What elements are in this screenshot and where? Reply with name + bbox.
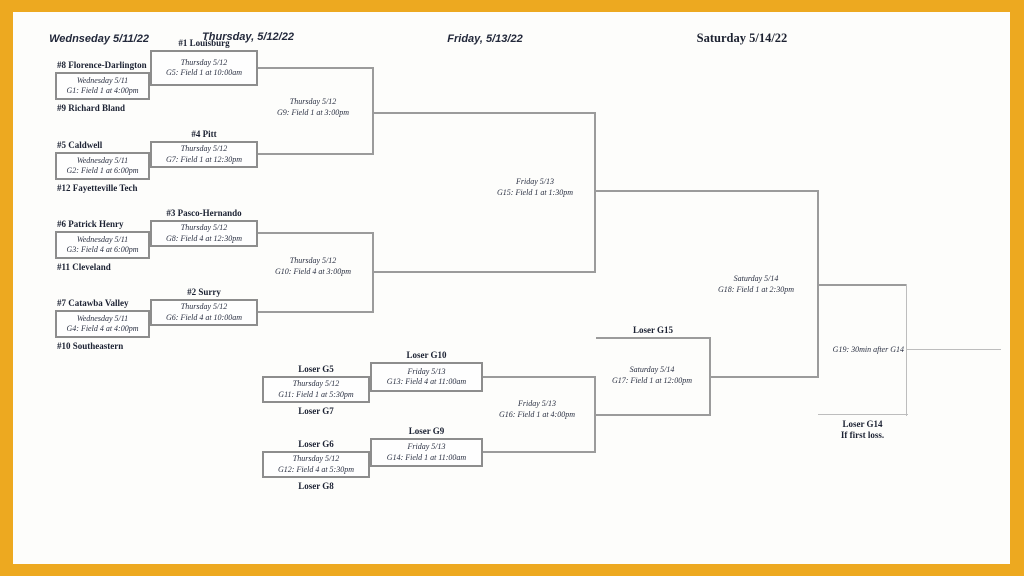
g8-info: G8: Field 4 at 12:30pm bbox=[166, 233, 242, 243]
connector-loser-g18-in bbox=[818, 414, 908, 415]
label-loser-g7: Loser G7 bbox=[298, 406, 334, 416]
seed-caldwell: #5 Caldwell bbox=[57, 140, 103, 150]
label-loser-g9: Loser G9 bbox=[408, 426, 445, 436]
connector-g16-out bbox=[595, 414, 710, 416]
connector-loser-g15-in bbox=[596, 337, 710, 339]
g5-info: G5: Field 1 at 10:00am bbox=[166, 68, 242, 77]
label-loser-g15: Loser G15 bbox=[632, 325, 674, 335]
label-loser-g8: Loser G8 bbox=[298, 481, 334, 491]
game-box-g1: Wednesday 5/11 G1: Field 1 at 4:00pm bbox=[55, 72, 150, 100]
seed-pasco-hernando: #3 Pasco-Hernando bbox=[166, 208, 242, 218]
game-box-g13: Friday 5/13 G13: Field 4 at 11:00am bbox=[370, 362, 483, 392]
g5-date: Thursday 5/12 bbox=[180, 57, 228, 67]
label-if-first-loss: If first loss. bbox=[840, 430, 885, 440]
label-loser-g10: Loser G10 bbox=[406, 350, 447, 360]
header-thursday: Thursday, 5/12/22 bbox=[202, 31, 294, 43]
seed-catawba-valley: #7 Catawba Valley bbox=[57, 298, 129, 308]
g9-info: G9: Field 1 at 3:00pm bbox=[277, 107, 349, 117]
seed-richard-bland: #9 Richard Bland bbox=[57, 103, 126, 113]
game-box-g8: Thursday 5/12 G8: Field 4 at 12:30pm bbox=[150, 220, 258, 247]
connector-g7-out bbox=[258, 153, 373, 155]
g1-date: Wednesday 5/11 bbox=[76, 75, 129, 85]
g2-date: Wednesday 5/11 bbox=[76, 155, 129, 165]
g7-date: Thursday 5/12 bbox=[180, 144, 228, 153]
seed-pitt: #4 Pitt bbox=[191, 129, 217, 139]
g17-date: Saturday 5/14 bbox=[629, 365, 675, 374]
connector-g8-out bbox=[258, 232, 373, 234]
g4-date: Wednesday 5/11 bbox=[76, 313, 129, 323]
connector-g5-out bbox=[258, 67, 373, 69]
g13-date: Friday 5/13 bbox=[407, 366, 446, 376]
game-text-g10: Thursday 5/12 G10: Field 4 at 3:00pm bbox=[258, 256, 368, 277]
g18-date: Saturday 5/14 bbox=[733, 274, 779, 283]
connector-g15-join bbox=[594, 112, 596, 273]
g11-info: G11: Field 1 at 5:30pm bbox=[278, 389, 354, 399]
g12-info: G12: Field 4 at 5:30pm bbox=[278, 464, 354, 474]
game-box-g6: Thursday 5/12 G6: Field 4 at 10:00am bbox=[150, 299, 258, 326]
seed-patrick-henry: #6 Patrick Henry bbox=[57, 219, 124, 229]
connector-g9-join bbox=[372, 67, 374, 155]
connector-g13-out bbox=[483, 376, 595, 378]
seed-fayetteville-tech: #12 Fayetteville Tech bbox=[57, 183, 138, 193]
label-loser-g14: Loser G14 bbox=[842, 419, 883, 429]
g6-date: Thursday 5/12 bbox=[180, 302, 228, 311]
header-wednesday: Wednseday 5/11/22 bbox=[49, 33, 149, 45]
game-box-g4: Wednesday 5/11 G4: Field 4 at 4:00pm bbox=[55, 310, 150, 338]
bracket-canvas bbox=[13, 12, 1010, 564]
game-text-g16: Friday 5/13 G16: Field 1 at 4:00pm bbox=[482, 399, 592, 420]
connector-g9-out bbox=[373, 112, 595, 114]
label-loser-g6: Loser G6 bbox=[298, 439, 334, 449]
g13-info: G13: Field 4 at 11:00am bbox=[386, 377, 467, 386]
header-friday: Friday, 5/13/22 bbox=[447, 33, 523, 45]
game-box-g7: Thursday 5/12 G7: Field 1 at 12:30pm bbox=[150, 141, 258, 168]
game-text-g18: Saturday 5/14 G18: Field 1 at 2:30pm bbox=[700, 274, 812, 295]
g10-info: G10: Field 4 at 3:00pm bbox=[275, 266, 351, 276]
game-box-g11: Thursday 5/12 G11: Field 1 at 5:30pm bbox=[262, 376, 370, 403]
seed-louisburg: #1 Louisburg bbox=[178, 38, 230, 48]
connector-g18-out bbox=[818, 284, 907, 286]
label-loser-g5: Loser G5 bbox=[298, 364, 334, 374]
game-box-g2: Wednesday 5/11 G2: Field 1 at 6:00pm bbox=[55, 152, 150, 180]
game-box-g12: Thursday 5/12 G12: Field 4 at 5:30pm bbox=[262, 451, 370, 478]
connector-g14-out bbox=[483, 451, 595, 453]
g10-date: Thursday 5/12 bbox=[289, 256, 337, 265]
seed-cleveland: #11 Cleveland bbox=[57, 262, 111, 272]
seed-southeastern: #10 Southeastern bbox=[57, 341, 124, 351]
game-text-g19: G19: 30min after G14 bbox=[832, 345, 904, 354]
game-text-g9: Thursday 5/12 G9: Field 1 at 3:00pm bbox=[258, 97, 368, 118]
g11-date: Thursday 5/12 bbox=[292, 379, 340, 388]
g8-date: Thursday 5/12 bbox=[180, 223, 228, 232]
g2-info: G2: Field 1 at 6:00pm bbox=[66, 166, 139, 175]
header-saturday: Saturday 5/14/22 bbox=[696, 31, 788, 45]
game-box-g3: Wednesday 5/11 G3: Field 4 at 6:00pm bbox=[55, 231, 150, 259]
g12-date: Thursday 5/12 bbox=[292, 454, 340, 463]
g9-date: Thursday 5/12 bbox=[289, 97, 337, 106]
connector-g19-out bbox=[907, 349, 1001, 350]
game-box-g14: Friday 5/13 G14: Field 1 at 11:00am bbox=[370, 438, 483, 467]
g16-info: G16: Field 1 at 4:00pm bbox=[499, 409, 575, 419]
connector-g15-out bbox=[595, 190, 818, 192]
seed-florence-darlington: #8 Florence-Darlington bbox=[57, 60, 147, 70]
connector-g10-out bbox=[373, 271, 595, 273]
game-text-g15: Friday 5/13 G15: Field 1 at 1:30pm bbox=[480, 177, 590, 198]
connector-g17-out bbox=[710, 376, 818, 378]
g7-info: G7: Field 1 at 12:30pm bbox=[166, 154, 242, 164]
g3-date: Wednesday 5/11 bbox=[76, 234, 129, 244]
g14-date: Friday 5/13 bbox=[407, 442, 446, 451]
g18-info: G18: Field 1 at 2:30pm bbox=[718, 284, 794, 294]
g17-info: G17: Field 1 at 12:00pm bbox=[612, 375, 692, 385]
game-box-g5: Thursday 5/12 G5: Field 1 at 10:00am bbox=[150, 50, 258, 86]
g15-info: G15: Field 1 at 1:30pm bbox=[497, 187, 573, 197]
g4-info: G4: Field 4 at 4:00pm bbox=[66, 324, 139, 333]
g6-info: G6: Field 4 at 10:00am bbox=[166, 312, 242, 322]
connector-g6-out bbox=[258, 311, 373, 313]
g3-info: G3: Field 4 at 6:00pm bbox=[66, 245, 139, 254]
g1-info: G1: Field 1 at 4:00pm bbox=[66, 86, 139, 95]
seed-surry: #2 Surry bbox=[187, 287, 221, 297]
game-text-g17: Saturday 5/14 G17: Field 1 at 12:00pm bbox=[598, 365, 706, 386]
connector-g19-join bbox=[906, 284, 907, 416]
g14-info: G14: Field 1 at 11:00am bbox=[386, 452, 467, 462]
g15-date: Friday 5/13 bbox=[516, 177, 554, 186]
g16-date: Friday 5/13 bbox=[518, 399, 556, 408]
